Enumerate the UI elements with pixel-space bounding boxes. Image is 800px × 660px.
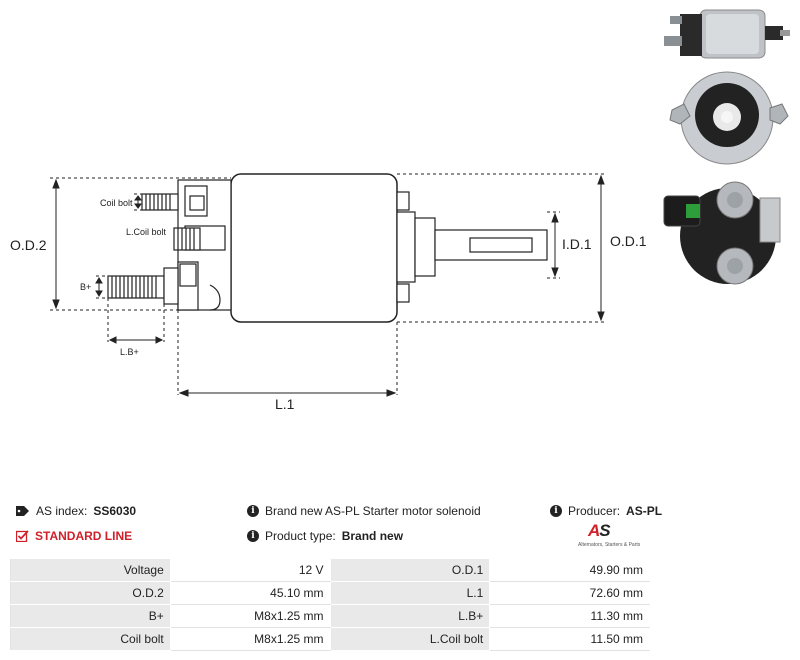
technical-drawing: O.D.2 O.D.1 I.D.1 L.1 L.B+ B+ Coil bolt … (10, 173, 647, 412)
spec-value: 49.90 mm (489, 558, 650, 582)
check-square-icon (16, 530, 29, 542)
id1-label: I.D.1 (562, 236, 592, 252)
solenoid-body (230, 173, 398, 323)
spec-value: 12 V (169, 558, 331, 582)
spec-key: L.1 (329, 581, 491, 605)
lbplus-label: L.B+ (120, 347, 139, 357)
spec-key: Voltage (10, 558, 171, 582)
product-photo-back (663, 181, 781, 285)
description-text: Brand new AS-PL Starter motor solenoid (265, 504, 481, 518)
spec-value: 45.10 mm (169, 581, 331, 605)
spec-value: M8x1.25 mm (169, 627, 331, 651)
specs-table: Voltage 12 V O.D.1 49.90 mm O.D.2 45.10 … (10, 558, 650, 651)
table-row: Voltage 12 V O.D.1 49.90 mm (10, 558, 650, 582)
spec-key: L.Coil bolt (329, 627, 491, 651)
coil-bolt-thread (141, 193, 179, 211)
product-type: i Product type: Brand new (247, 529, 403, 543)
info-icon: i (247, 505, 259, 517)
table-row: O.D.2 45.10 mm L.1 72.60 mm (10, 581, 650, 605)
spec-key: B+ (10, 604, 171, 628)
producer-value: AS-PL (626, 504, 663, 518)
spec-value: M8x1.25 mm (169, 604, 331, 628)
product-photo-front (669, 71, 789, 165)
logo-tagline: Alternators, Starters & Parts (578, 542, 641, 548)
bplus-bolt-thread (107, 263, 197, 305)
product-type-label: Product type: (265, 529, 336, 543)
product-info: AS index: SS6030 STANDARD LINE i Brand n… (0, 500, 800, 560)
standard-line-text: STANDARD LINE (35, 529, 133, 543)
bplus-label: B+ (80, 282, 91, 292)
spec-key: O.D.2 (10, 581, 171, 605)
product-photos (663, 9, 790, 285)
tag-icon (16, 506, 29, 516)
asp-logo: AS Alternators, Starters & Parts (578, 521, 653, 553)
coil-bolt-label: Coil bolt (100, 198, 133, 208)
spec-value: 11.50 mm (489, 627, 650, 651)
spec-key: Coil bolt (10, 627, 171, 651)
spec-value: 72.60 mm (489, 581, 650, 605)
od2-label: O.D.2 (10, 237, 47, 253)
as-index-value: SS6030 (93, 504, 137, 518)
l1-label: L.1 (275, 396, 295, 412)
table-row: B+ M8x1.25 mm L.B+ 11.30 mm (10, 604, 650, 628)
producer: i Producer: AS-PL (550, 504, 662, 518)
standard-line: STANDARD LINE (16, 529, 132, 543)
product-type-value: Brand new (341, 529, 404, 543)
product-photo-side (664, 9, 790, 59)
as-index-label: AS index: (36, 504, 88, 518)
spec-key: L.B+ (329, 604, 491, 628)
producer-label: Producer: (568, 504, 621, 518)
info-icon: i (550, 505, 562, 517)
table-row: Coil bolt M8x1.25 mm L.Coil bolt 11.50 m… (10, 627, 650, 651)
logo-mark: AS (588, 521, 611, 540)
info-icon: i (247, 530, 259, 542)
spec-key: O.D.1 (329, 558, 491, 582)
as-index: AS index: SS6030 (16, 504, 136, 518)
lcoil-bolt-label: L.Coil bolt (126, 227, 167, 237)
od1-label: O.D.1 (610, 233, 647, 249)
description: i Brand new AS-PL Starter motor solenoid (247, 504, 481, 518)
spec-value: 11.30 mm (489, 604, 650, 628)
